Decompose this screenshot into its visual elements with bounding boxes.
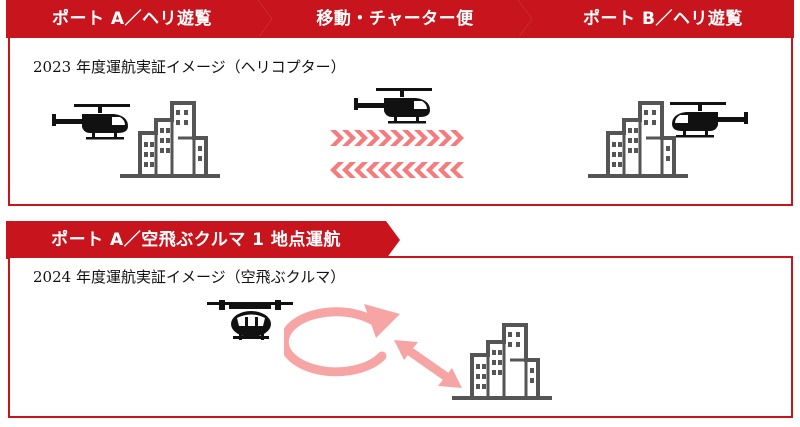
panel-2024-caption: 2024 年度運航実証イメージ（空飛ぶクルマ） [33, 268, 346, 286]
helicopter-icon [668, 100, 748, 140]
building-icon [120, 98, 220, 178]
flow-step-port-b: ポート B／ヘリ遊覧 [518, 0, 794, 38]
helicopter-icon [354, 86, 434, 126]
panel-2023-caption: 2023 年度運航実証イメージ（ヘリコプター） [33, 58, 346, 76]
flow-step-port-a: ポート A／ヘリ遊覧 [6, 0, 272, 38]
panel-2024-header-label: ポート A／空飛ぶクルマ 1 地点運航 [51, 230, 341, 250]
flow-step-transfer-label: 移動・チャーター便 [316, 9, 474, 29]
building-icon [452, 320, 552, 400]
loop-arrow-icon [284, 304, 400, 377]
flow-step-transfer: 移動・チャーター便 [258, 0, 532, 38]
chevron-arrow-right-icon [330, 130, 464, 146]
panel-2024-evtol [8, 256, 793, 418]
flow-step-port-a-label: ポート A／ヘリ遊覧 [51, 9, 213, 29]
panel-2024-header: ポート A／空飛ぶクルマ 1 地点運航 [6, 221, 400, 259]
double-arrow-icon [394, 340, 462, 388]
evtol-icon [207, 300, 293, 340]
flow-step-port-b-label: ポート B／ヘリ遊覧 [583, 9, 743, 29]
chevron-arrow-left-icon [330, 162, 464, 178]
